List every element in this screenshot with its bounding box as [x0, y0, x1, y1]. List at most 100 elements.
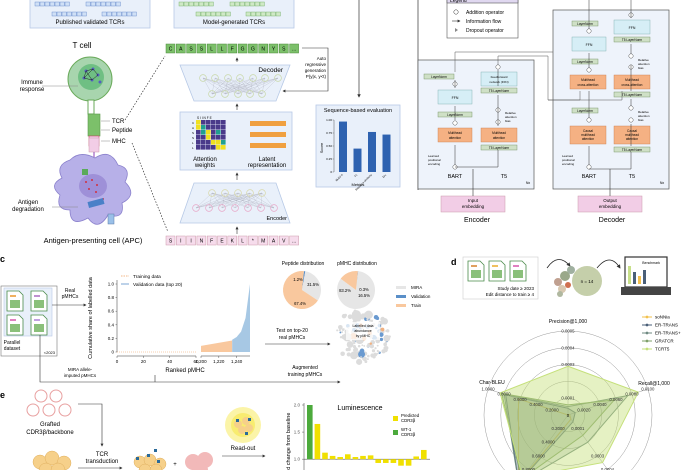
neuron-edge [211, 77, 216, 95]
neuron-node [270, 204, 278, 212]
bubble [339, 331, 342, 334]
y-tick-label: 0.4 [108, 322, 115, 327]
sequence-cell [205, 11, 211, 17]
lum-bar-1 [307, 405, 313, 460]
sequence-cell [215, 11, 221, 17]
laptop-icon: Benchmark [621, 256, 671, 295]
attention-cell [221, 145, 226, 150]
lum-bar-6 [345, 454, 351, 460]
neuron-node [246, 90, 254, 98]
sequence-cell [115, 1, 121, 7]
tcell-illustration [67, 56, 113, 170]
sequence-cell [81, 11, 87, 17]
radar-center-label: 0 [567, 413, 570, 418]
radar-spoke [567, 388, 648, 416]
y-tick-label: 0.75 [326, 131, 332, 135]
dec-bart-ln-2: LayerNorm [577, 60, 593, 64]
sequence-cell [66, 11, 72, 17]
pie-value-label: 16.5% [358, 293, 370, 298]
autoregressive-label-2: regressive [305, 62, 326, 67]
dec-bart-cross-1: Multihead [581, 78, 595, 82]
enc-nx: Nx [526, 181, 531, 185]
radar-tick-label: 1.0000 [482, 387, 496, 392]
apc-label: Antigen-presenting cell (APC) [44, 236, 143, 245]
neuron-node [221, 90, 229, 98]
residue-letter: M [261, 239, 265, 245]
sequence-cell [203, 1, 209, 7]
residue-box [258, 235, 268, 246]
decoder-title: Decoder [599, 217, 626, 224]
lum-bar-2 [314, 423, 321, 460]
neuron-node [258, 90, 266, 98]
attention-cell [206, 145, 211, 150]
neuron-edge [221, 192, 251, 209]
radar-tick-label: 0.4000 [542, 440, 556, 445]
bubble [369, 342, 372, 345]
neuron-node [249, 74, 257, 82]
bubble [384, 346, 389, 350]
grafted-label-1: Grafted [40, 422, 60, 428]
antigen-degradation-label-1: Antigen [18, 200, 38, 206]
radar-chart: Precision@1,000Recall@1,000F1@1000Unique… [479, 319, 670, 470]
sequence-cell [259, 1, 265, 7]
augmented-label-1: Augmented [292, 365, 318, 371]
bubble [357, 344, 361, 348]
neuron-edge [237, 192, 275, 209]
panel-b: Legend Addition operator Information flo… [417, 0, 670, 224]
sequence-cell [254, 1, 260, 7]
neuron-node [205, 204, 213, 212]
sequence-cell [111, 11, 117, 17]
sequence-cell [34, 1, 40, 7]
residue-letter: L [241, 239, 244, 245]
lum-bar-15 [413, 456, 419, 460]
transduced-cells [133, 449, 167, 470]
panel-d: d Study date ≥ 2023 Edit distance to tra… [451, 256, 681, 470]
attention-cell [211, 140, 216, 145]
attention-cell [211, 125, 216, 130]
enc-bart-label: BART [448, 174, 463, 180]
transduction-label-2: transduction [86, 459, 119, 465]
radar-tick-label: 0.8000 [522, 467, 536, 470]
spreadsheet-grid [10, 324, 20, 332]
bubble [347, 347, 351, 352]
published-tcrs-label: Published validated TCRs [56, 20, 125, 26]
autoregressive-label-1: Auto [317, 56, 327, 61]
legend-item-addition: Addition operator [466, 10, 504, 16]
pie-value-label: 83.2% [339, 288, 351, 293]
radar-tick-label: 0.0060 [609, 397, 623, 402]
radar-series-er-trans- [503, 393, 630, 470]
attention-row-label: S [192, 131, 194, 135]
target-cells [185, 452, 213, 470]
residue-letter: V [282, 239, 286, 245]
legend-marker [645, 331, 649, 335]
peptide-pie-title: Peptide distribution [282, 261, 325, 267]
residue-letter: Y [272, 47, 276, 53]
residue-letter: G [251, 47, 255, 53]
spreadsheet-grid [34, 324, 44, 332]
tcell-cluster [32, 450, 72, 470]
pie-slice-train [340, 270, 358, 290]
radar-tick-label: 0.6000 [513, 397, 527, 402]
residue-box [186, 235, 196, 246]
residue-box [279, 235, 289, 246]
legend-marker [645, 339, 649, 343]
x-tick-label: 20 [141, 359, 147, 364]
sequence-cell [244, 1, 250, 7]
pie-slice-validation [302, 271, 306, 290]
dec-bart-causal-3: attention [582, 137, 594, 141]
radar-tick-label: 0.8000 [498, 392, 512, 397]
dec-bart-causal-2: multihead [581, 133, 595, 137]
y-tick-label: 1.00 [326, 118, 332, 122]
residue-box [289, 43, 299, 54]
peptide-distribution-pie: 31.5%1.2%67.4% [283, 271, 322, 310]
spreadsheet-label [10, 295, 16, 297]
bubble [376, 344, 379, 347]
residue-letter: I [180, 239, 181, 245]
residue-letter: I [190, 239, 191, 245]
bubble [364, 310, 373, 319]
y-tick-label: 1.5 [294, 430, 301, 435]
enc-learned-pe-2: positional [428, 158, 441, 162]
enc-t5-layernorm-1: T5 LayerNorm [489, 89, 510, 93]
bubble [341, 328, 345, 331]
